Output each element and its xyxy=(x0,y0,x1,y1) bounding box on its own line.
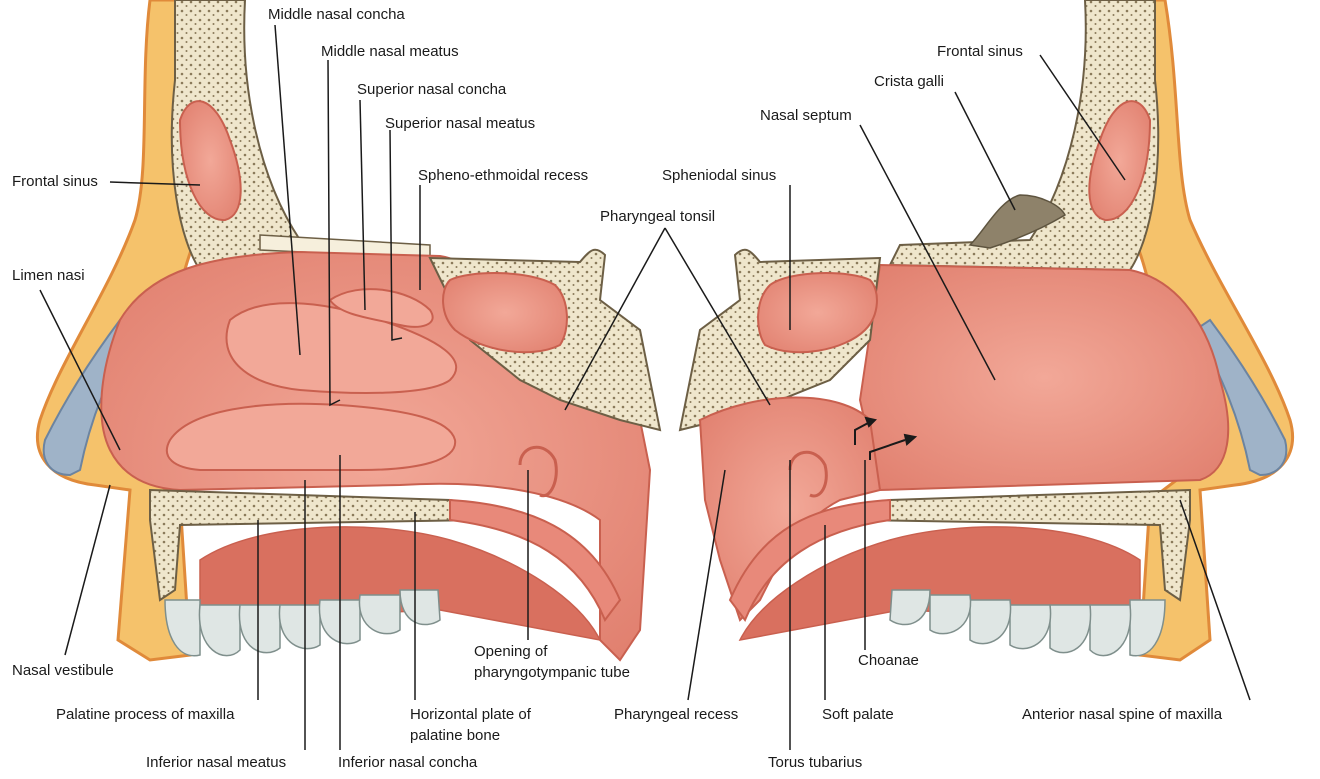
label-nasal-vestibule: Nasal vestibule xyxy=(12,662,114,680)
label-superior-nasal-meatus: Superior nasal meatus xyxy=(385,115,535,133)
leader-nasal-vestibule xyxy=(65,485,110,655)
label-opening-tube-1: Opening of xyxy=(474,643,547,661)
label-torus-tubarius: Torus tubarius xyxy=(768,754,862,772)
label-anterior-nasal-spine: Anterior nasal spine of maxilla xyxy=(1022,706,1222,724)
left-panel-lateral-wall xyxy=(37,0,660,660)
label-choanae: Choanae xyxy=(858,652,919,670)
leader-crista-galli xyxy=(955,92,1015,210)
label-horizontal-plate-2: palatine bone xyxy=(410,727,500,745)
label-horizontal-plate-1: Horizontal plate of xyxy=(410,706,531,724)
label-soft-palate: Soft palate xyxy=(822,706,894,724)
label-pharyngeal-tonsil: Pharyngeal tonsil xyxy=(600,208,715,226)
label-sphenoidal-sinus: Spheniodal sinus xyxy=(662,167,776,185)
right-septum xyxy=(860,265,1228,490)
label-opening-tube-2: pharyngotympanic tube xyxy=(474,664,630,682)
label-frontal-sinus-left: Frontal sinus xyxy=(12,173,98,191)
label-limen-nasi: Limen nasi xyxy=(12,267,85,285)
label-frontal-sinus-right: Frontal sinus xyxy=(937,43,1023,61)
label-spheno-ethmoidal-recess: Spheno-ethmoidal recess xyxy=(418,167,588,185)
label-crista-galli: Crista galli xyxy=(874,73,944,91)
label-pharyngeal-recess: Pharyngeal recess xyxy=(614,706,738,724)
label-palatine-process: Palatine process of maxilla xyxy=(56,706,234,724)
label-inferior-nasal-meatus: Inferior nasal meatus xyxy=(146,754,286,772)
label-inferior-nasal-concha: Inferior nasal concha xyxy=(338,754,477,772)
label-superior-nasal-concha: Superior nasal concha xyxy=(357,81,506,99)
label-nasal-septum: Nasal septum xyxy=(760,107,852,125)
label-middle-nasal-concha: Middle nasal concha xyxy=(268,6,405,24)
label-middle-nasal-meatus: Middle nasal meatus xyxy=(321,43,459,61)
